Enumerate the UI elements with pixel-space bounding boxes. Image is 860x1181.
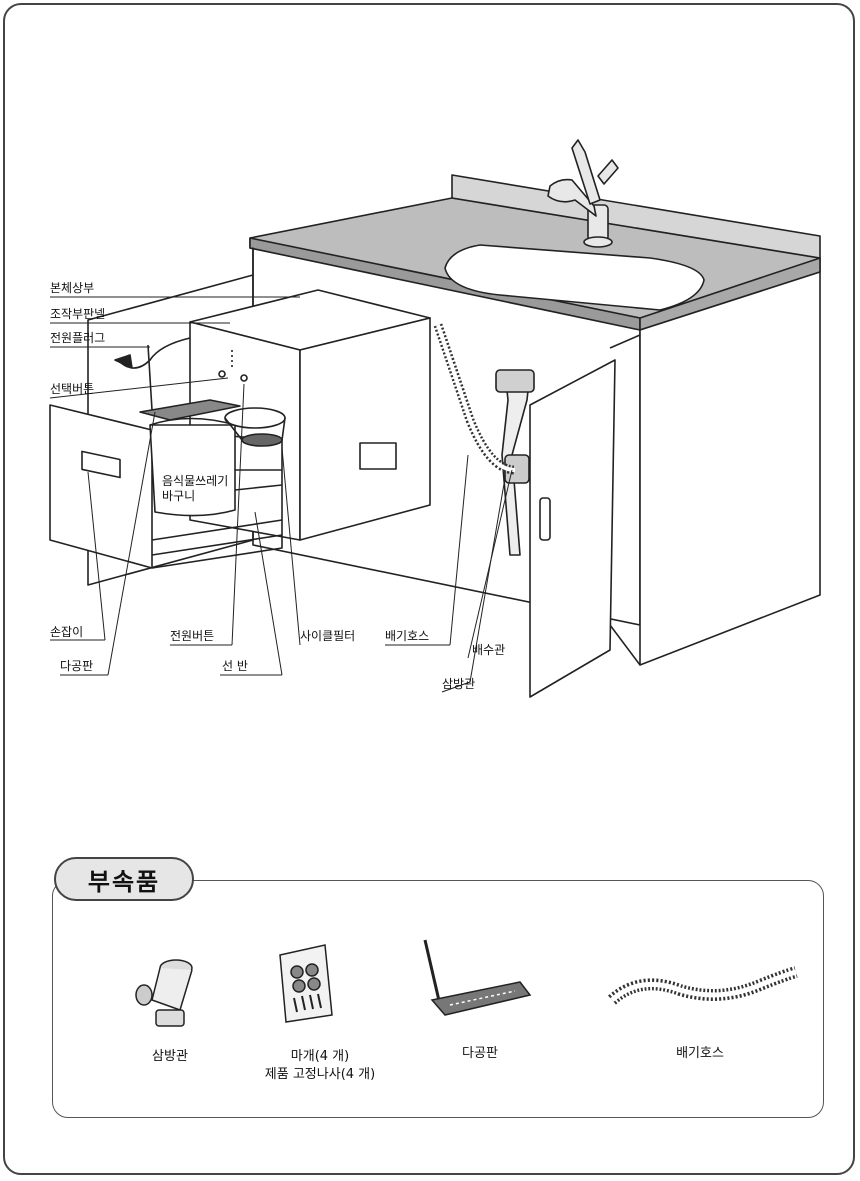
label-select-button: 선택버튼 <box>50 382 94 396</box>
accessory-label-caps: 마개(4 개) 제품 고정나사(4 개) <box>240 1048 400 1084</box>
page-frame <box>3 3 855 1175</box>
accessory-label-exhaust-hose: 배기호스 <box>676 1046 724 1061</box>
label-perforated-plate: 다공판 <box>60 659 93 673</box>
cabinet-right-side <box>639 271 821 666</box>
label-exhaust-hose: 배기호스 <box>385 629 429 643</box>
accessory-label-caps-line1: 마개(4 개) <box>290 1049 350 1064</box>
drawer-handle-slot <box>81 450 121 479</box>
cabinet-door <box>529 359 616 698</box>
label-food-basket-2: 바구니 <box>162 489 195 503</box>
food-basket <box>149 424 236 517</box>
label-drain-pipe: 배수관 <box>472 643 505 657</box>
label-power-plug: 전원플러그 <box>50 331 105 345</box>
label-handle: 손잡이 <box>50 625 83 639</box>
label-cycle-filter: 사이클필터 <box>300 629 355 643</box>
backsplash <box>451 174 821 259</box>
sink-basin <box>444 244 705 311</box>
cycle-filter <box>224 407 286 429</box>
perforated-plate <box>139 399 241 421</box>
label-body-top: 본체상부 <box>50 281 94 295</box>
appliance-side <box>299 317 431 541</box>
installation-diagram: 본체상부 조작부판넬 전원플러그 선택버튼 음식물쓰레기 바구니 손잡이 다공판… <box>49 139 821 698</box>
label-food-basket-1: 음식물쓰레기 <box>162 474 228 488</box>
label-control-panel: 조작부판넬 <box>50 307 105 321</box>
label-three-way-pipe: 삼방관 <box>442 677 475 691</box>
label-shelf: 선 반 <box>222 659 248 673</box>
drawer-front <box>49 404 153 569</box>
accessory-label-caps-line2: 제품 고정나사(4 개) <box>264 1067 376 1082</box>
accessories-title: 부속품 <box>54 857 194 901</box>
label-power-button: 전원버튼 <box>170 629 214 643</box>
accessory-label-perforated-plate: 다공판 <box>462 1046 498 1061</box>
accessory-label-three-way-pipe: 삼방관 <box>152 1049 188 1064</box>
accessories-panel <box>52 880 824 1118</box>
door-handle <box>539 497 551 541</box>
faucet <box>547 139 619 248</box>
